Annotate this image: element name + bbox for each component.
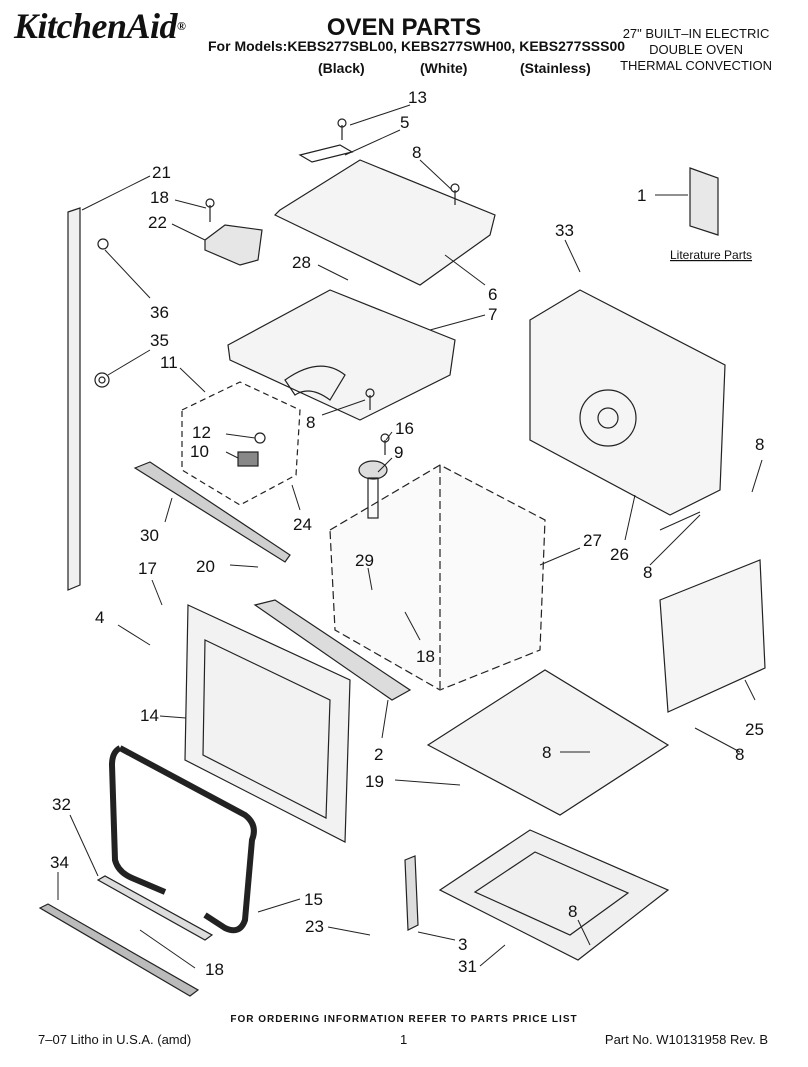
callout-18: 18 [150, 188, 169, 207]
callout-14: 14 [140, 706, 159, 725]
vent-trim-32 [96, 875, 214, 941]
callout-28: 28 [292, 253, 311, 272]
fan-shaft [367, 477, 379, 519]
variant-stainless: (Stainless) [520, 60, 591, 76]
screw-16 [380, 433, 390, 455]
callout-8: 8 [755, 435, 764, 454]
callout-21: 21 [152, 163, 171, 182]
ordering-note: FOR ORDERING INFORMATION REFER TO PARTS … [230, 1014, 578, 1025]
product-description: 27" BUILT–IN ELECTRIC DOUBLE OVEN THERMA… [620, 26, 772, 74]
page-title: OVEN PARTS [326, 14, 482, 41]
callout-3: 3 [458, 935, 467, 954]
model-numbers: For Models:KEBS277SBL00, KEBS277SWH00, K… [208, 38, 626, 54]
drip-tray [438, 829, 670, 961]
callout-18: 18 [416, 647, 435, 666]
callout-30: 30 [140, 526, 159, 545]
product-line-1: 27" BUILT–IN ELECTRIC [622, 26, 770, 41]
callout-34: 34 [50, 853, 69, 872]
callout-27: 27 [583, 531, 602, 550]
callout-18: 18 [205, 960, 224, 979]
door-gasket [108, 745, 257, 934]
callout-16: 16 [395, 419, 414, 438]
callout-22: 22 [148, 213, 167, 232]
rear-fan-hub [597, 407, 619, 429]
callout-24: 24 [293, 515, 312, 534]
top-bracket [298, 144, 354, 163]
callout-8: 8 [643, 563, 652, 582]
sensor-10 [237, 451, 259, 467]
side-rail [67, 207, 81, 591]
callout-2: 2 [374, 745, 383, 764]
callout-33: 33 [555, 221, 574, 240]
callout-9: 9 [394, 443, 403, 462]
top-trim [253, 599, 412, 701]
top-plate [273, 159, 496, 286]
screw-36 [97, 238, 109, 250]
convection-baffle [133, 461, 291, 563]
callout-31: 31 [458, 957, 477, 976]
callout-4: 4 [95, 608, 104, 627]
product-line-3: THERMAL CONVECTION [620, 58, 772, 73]
side-panel [659, 559, 766, 713]
exploded-parts-diagram: 13 5 8 21 18 22 28 6 7 36 35 11 8 12 10 … [38, 88, 766, 997]
part-number: Part No. W10131958 Rev. B [604, 1032, 768, 1047]
callout-6: 6 [488, 285, 497, 304]
litho-note: 7–07 Litho in U.S.A. (amd) [38, 1032, 192, 1047]
callout-19: 19 [365, 772, 384, 791]
heat-shield [227, 289, 456, 421]
screw-8-shield [365, 388, 375, 410]
callout-8: 8 [412, 143, 421, 162]
grommet-35 [94, 372, 110, 388]
callout-35: 35 [150, 331, 169, 350]
callout-8: 8 [735, 745, 744, 764]
product-line-2: DOUBLE OVEN [649, 42, 743, 57]
hinge-bracket [404, 855, 419, 931]
vent-grille-34 [38, 903, 200, 997]
callout-10: 10 [190, 442, 209, 461]
brand-name: KitchenAid [14, 6, 178, 46]
variant-black: (Black) [318, 60, 365, 76]
bottom-plate [426, 669, 670, 816]
callout-15: 15 [304, 890, 323, 909]
page-number: 1 [400, 1032, 408, 1047]
front-frame-opening [202, 639, 331, 819]
screw-8-top [450, 183, 460, 205]
drip-tray-inner [473, 851, 630, 936]
literature-parts-label: Literature Parts [670, 248, 752, 262]
callout-8: 8 [568, 902, 577, 921]
callout-32: 32 [52, 795, 71, 814]
front-frame [184, 604, 351, 843]
brand-logo: KitchenAid® [14, 6, 186, 46]
callout-8: 8 [542, 743, 551, 762]
sensor-12 [254, 432, 266, 444]
rear-panel [529, 289, 726, 516]
fan-motor [358, 460, 388, 480]
thermal-switch [204, 224, 263, 266]
callout-8: 8 [306, 413, 315, 432]
callout-17: 17 [138, 559, 157, 578]
variant-white: (White) [420, 60, 468, 76]
screw-18-top [205, 198, 215, 222]
callout-20: 20 [196, 557, 215, 576]
callout-25: 25 [745, 720, 764, 739]
literature-pack [689, 167, 719, 236]
callout-29: 29 [355, 551, 374, 570]
oven-cavity [329, 464, 546, 691]
rear-fan-cover [579, 389, 637, 447]
callout-11: 11 [160, 353, 178, 372]
callout-23: 23 [305, 917, 324, 936]
heat-shield-cutout [284, 365, 346, 401]
callout-7: 7 [488, 305, 497, 324]
brand-registered-mark: ® [177, 19, 186, 33]
callout-5: 5 [400, 113, 409, 132]
callout-26: 26 [610, 545, 629, 564]
sensor-assembly-box [181, 381, 301, 506]
callout-13: 13 [408, 88, 427, 107]
callout-1: 1 [637, 186, 646, 205]
screw-13 [337, 118, 347, 140]
callout-36: 36 [150, 303, 169, 322]
callout-12: 12 [192, 423, 211, 442]
